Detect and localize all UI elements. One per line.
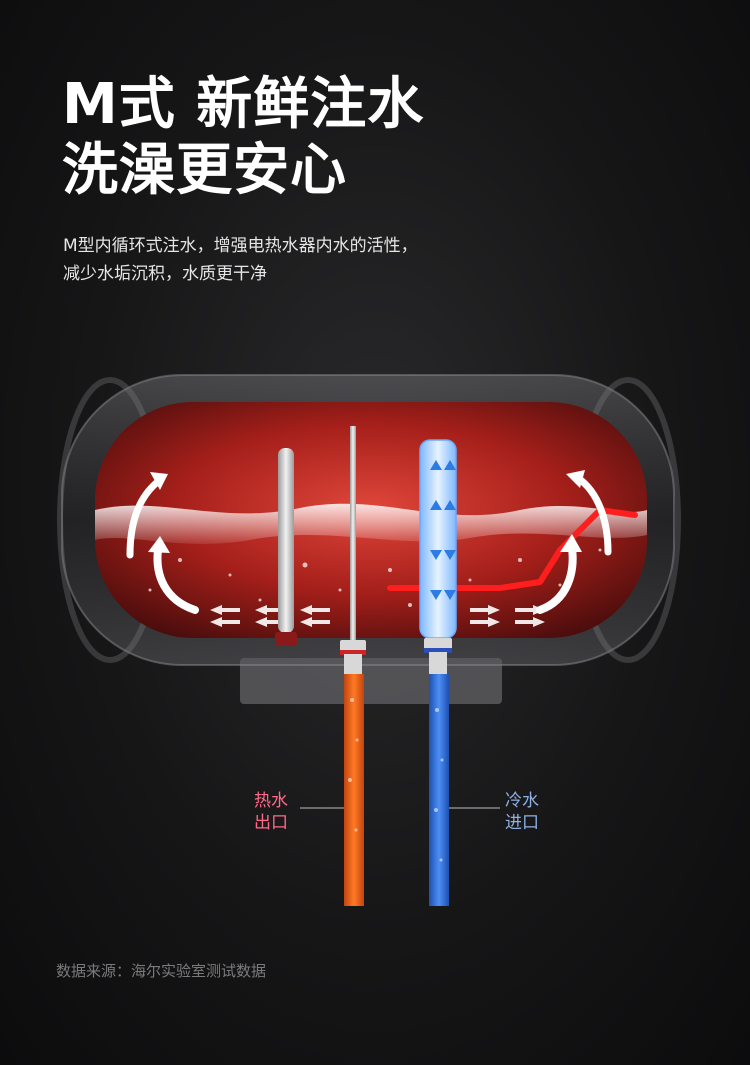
water-surface-wave [95,503,647,544]
arrowhead [150,472,168,490]
circulation-arrow-left-lower [153,546,199,614]
arrowhead [566,470,585,488]
subtitle: M型内循环式注水，增强电热水器内水的活性， 减少水垢沉积，水质更干净 [63,232,418,288]
bottom-flow-arrows [210,605,545,627]
headline-line-2: 洗澡更安心 [62,138,347,203]
subtitle-line-1: M型内循环式注水，增强电热水器内水的活性， [63,236,418,256]
headline: M式 新鲜注水 洗澡更安心 [62,72,424,204]
hot-water-outlet-label: 热水 出口 [254,790,288,834]
hot-outlet-connector [344,654,362,676]
cold-inlet-ring [424,648,452,653]
hot-water-pipe [344,674,364,906]
magnesium-rod [278,448,294,633]
hot-label-line-1: 热水 [254,791,288,811]
arrowhead [560,534,582,552]
circulation-arrow-right-lower [536,544,577,614]
data-source-note: 数据来源：海尔实验室测试数据 [56,962,267,980]
arrowhead [148,536,170,553]
cold-inlet-connector [429,652,447,674]
hot-outlet-ring [340,650,366,655]
cold-water-pipe [429,674,449,906]
water-bubbles [148,548,602,607]
cold-label-line-2: 进口 [505,813,539,833]
circulation-arrow-right-upper [574,474,612,556]
hot-label-line-2: 出口 [254,813,288,833]
magnesium-rod-cap [275,632,297,646]
water-heater-illustration [57,374,681,906]
cold-label-line-1: 冷水 [505,791,539,811]
headline-line-1: M式 新鲜注水 [62,72,425,137]
cold-inlet-arrows [430,460,456,600]
cold-water-inlet-label: 冷水 进口 [505,790,539,834]
subtitle-line-2: 减少水垢沉积，水质更干净 [63,264,267,284]
circulation-arrow-left-upper [126,476,164,559]
heating-element [387,507,638,591]
pipe-bubbles [348,698,444,862]
hot-outlet-tube [350,426,356,641]
